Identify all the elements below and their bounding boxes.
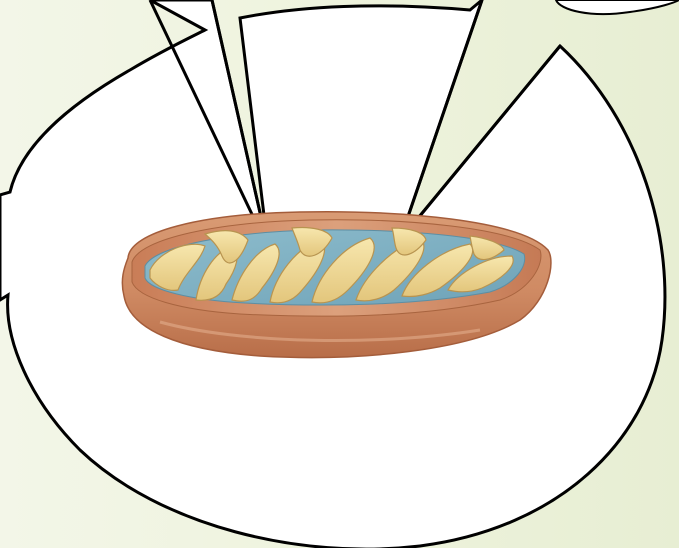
mitochondrion xyxy=(122,212,551,358)
top-right-callout xyxy=(556,0,679,14)
